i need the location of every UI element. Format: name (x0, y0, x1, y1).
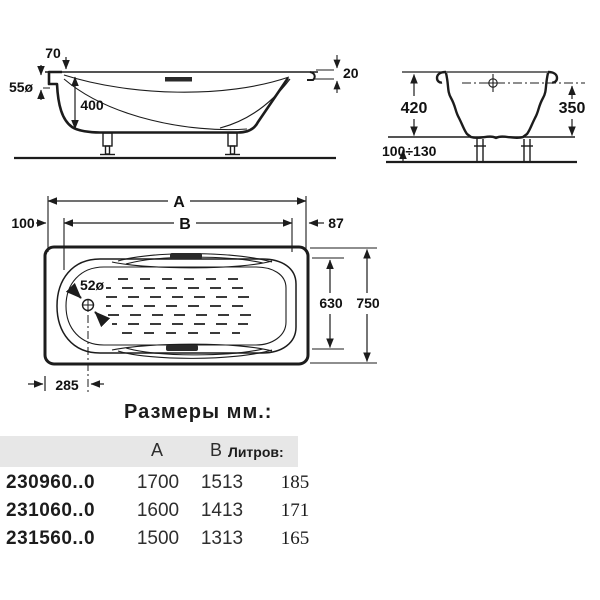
top-grip-bar (170, 253, 202, 259)
end-view (386, 70, 585, 164)
tub-plan-outline (43, 245, 310, 366)
anti-slip-pattern (106, 278, 254, 334)
value-a: 1500 (136, 528, 180, 549)
plan-view (28, 196, 377, 393)
col-header-b: B (209, 440, 222, 460)
bottom-grip (111, 343, 273, 359)
table-row: 231060..0 1600 1413 171 (0, 500, 340, 528)
dim-right-offset-label: 87 (328, 215, 344, 231)
front-foot (100, 132, 115, 156)
dim-feet-range-label: 100÷130 (382, 143, 437, 159)
side-view (14, 55, 341, 160)
table-row: 230960..0 1700 1513 185 (0, 472, 340, 500)
value-liters: 165 (280, 528, 310, 549)
dim-rim-width-label: 70 (45, 45, 61, 61)
article-number: 231560..0 (6, 528, 96, 549)
dim-rim-edge-label: 20 (343, 65, 359, 81)
dim-drain-diameter-label: 52ø (80, 277, 105, 293)
table-title: Размеры мм.: (124, 401, 273, 423)
col-header-liters: Литров: (228, 444, 284, 460)
dim-drain-offset (28, 376, 104, 391)
value-a: 1700 (136, 472, 180, 493)
right-foot (521, 139, 533, 161)
value-liters: 171 (280, 500, 310, 521)
dim-overall-height-label: 420 (401, 100, 428, 117)
dim-depth-label: 400 (80, 97, 104, 113)
dim-length-b-label: B (179, 216, 191, 233)
value-liters: 185 (280, 472, 310, 493)
dim-left-offset-label: 100 (11, 215, 35, 231)
dim-overflow (37, 65, 50, 100)
article-number: 230960..0 (6, 472, 96, 493)
dim-length-a-label: A (173, 194, 185, 211)
tub-section-outline (435, 70, 559, 140)
left-foot (474, 139, 486, 161)
dim-rim-edge (313, 55, 341, 93)
side-handle (165, 77, 192, 82)
dim-overall-width-label: 750 (356, 295, 380, 311)
bathtub-technical-drawing: 70 55ø 400 20 (9, 45, 586, 393)
dim-inner-width-label: 630 (319, 295, 343, 311)
dim-drain-offset-label: 285 (55, 377, 79, 393)
dim-overflow-label: 55ø (9, 79, 34, 95)
rear-foot (225, 132, 240, 156)
article-number: 231060..0 (6, 500, 96, 521)
value-b: 1413 (200, 500, 244, 521)
table-header-band (0, 436, 298, 467)
tub-side-outline (47, 70, 290, 134)
dim-shell-height-label: 350 (559, 100, 586, 117)
value-b: 1513 (200, 472, 244, 493)
table-row: 231560..0 1500 1313 165 (0, 528, 340, 556)
bottom-grip-bar (166, 345, 198, 351)
value-b: 1313 (200, 528, 244, 549)
value-a: 1600 (136, 500, 180, 521)
col-header-a: A (150, 440, 163, 460)
